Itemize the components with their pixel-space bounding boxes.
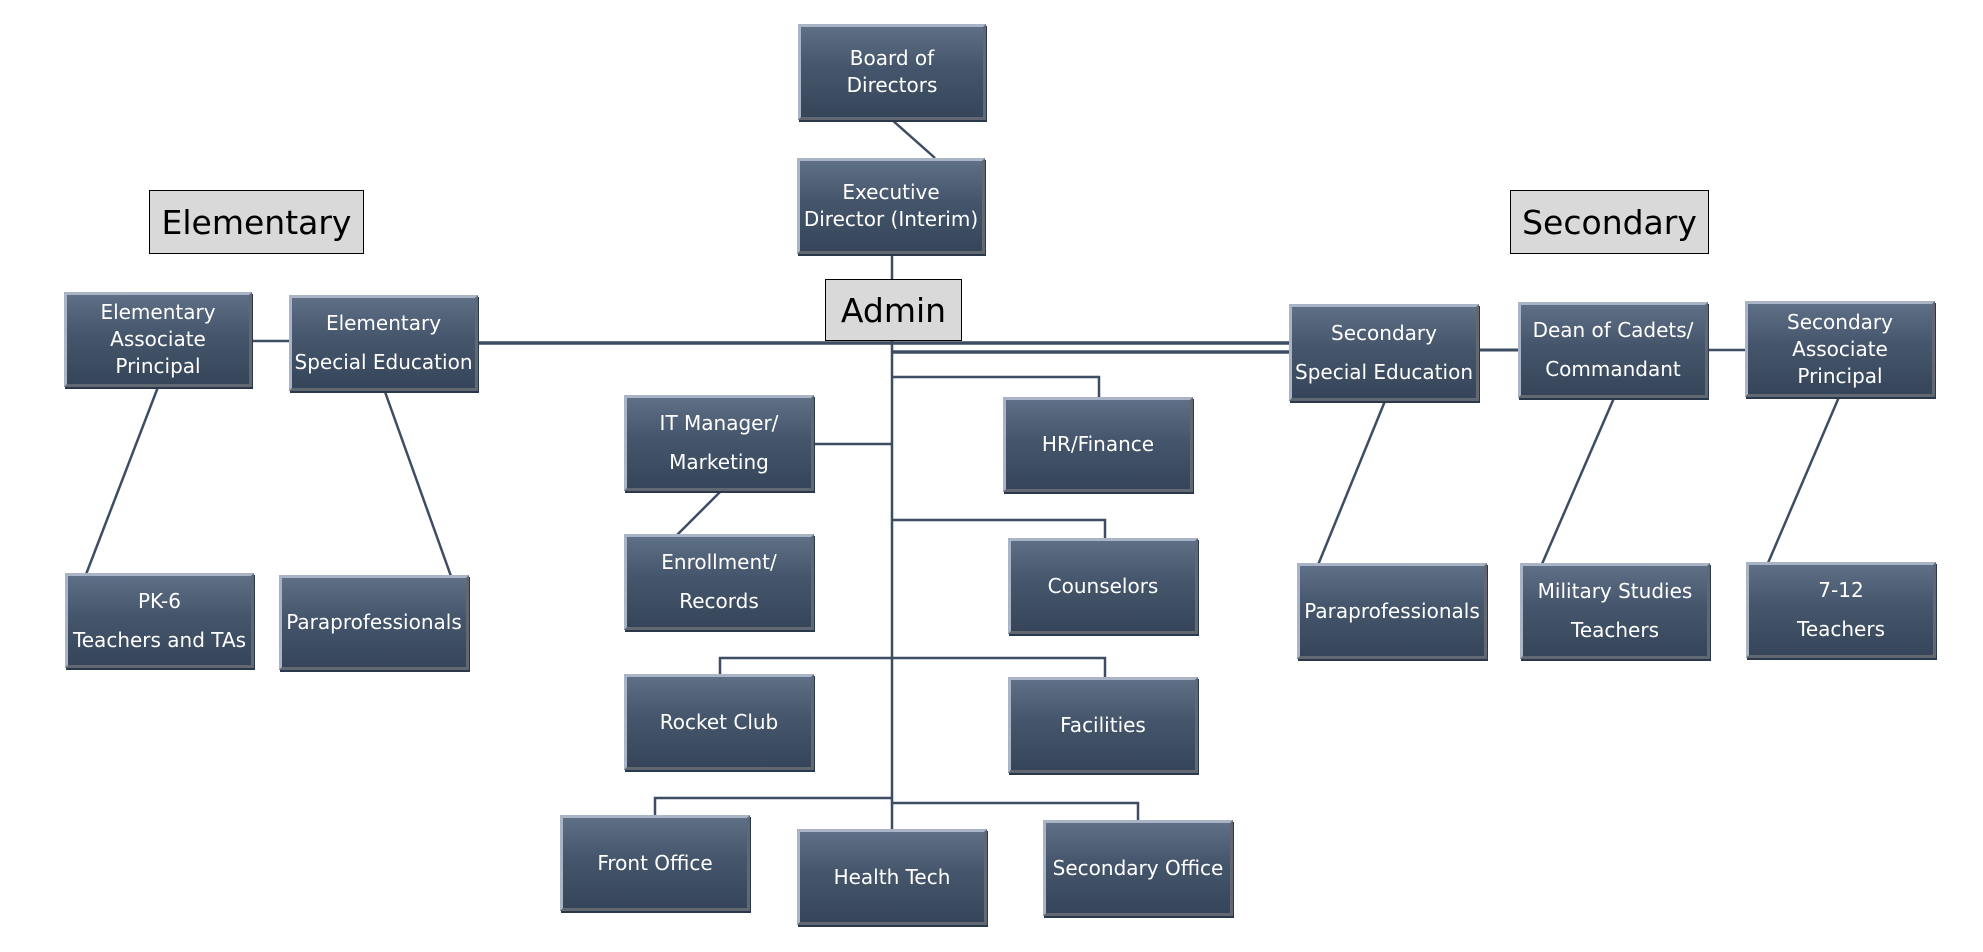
- military-line-1: Military Studies: [1537, 579, 1693, 603]
- elem-para-line-1: Paraprofessionals: [286, 610, 462, 634]
- connector-hr: [892, 375, 1101, 398]
- sec-assoc-line-2: Associate: [1792, 336, 1888, 361]
- sec-assoc-line-3: Principal: [1797, 363, 1883, 388]
- elementary-associate-principal-box: Elementary Associate Principal: [64, 292, 252, 387]
- elem-sped-line-1: Elementary: [325, 311, 442, 335]
- pk6-teachers-box: PK-6 Teachers and TAs: [65, 573, 254, 668]
- rocket-club-box: Rocket Club: [624, 674, 814, 770]
- exec-line-1: Executive: [842, 180, 940, 204]
- front-office-box: Front Office: [560, 815, 750, 911]
- health-line-1: Health Tech: [833, 864, 951, 889]
- counselors-box: Counselors: [1008, 538, 1198, 634]
- sec-sped-line-2: Special Education: [1295, 359, 1473, 384]
- connector-board-exec: [890, 118, 936, 159]
- sec-office-line-1: Secondary Office: [1052, 855, 1224, 880]
- exec-line-2: Director (Interim): [803, 207, 979, 231]
- it-line-1: IT Manager/: [659, 411, 779, 435]
- military-studies-teachers-box: Military Studies Teachers: [1520, 563, 1710, 659]
- dean-of-cadets-box: Dean of Cadets/ Commandant: [1518, 302, 1708, 398]
- secondary-paraprofessionals-box: Paraprofessionals: [1297, 563, 1487, 659]
- dean-line-2: Commandant: [1545, 357, 1681, 381]
- facilities-line-1: Facilities: [1060, 712, 1146, 737]
- it-manager-marketing-box: IT Manager/ Marketing: [624, 395, 814, 491]
- connector-sped-para: [382, 388, 454, 580]
- elem-assoc-line-3: Principal: [115, 354, 201, 378]
- sec-para-line-1: Paraprofessionals: [1304, 598, 1480, 623]
- sec-sped-line-1: Secondary: [1331, 320, 1437, 345]
- dean-line-1: Dean of Cadets/: [1532, 318, 1694, 342]
- rocket-line-1: Rocket Club: [659, 709, 779, 734]
- elem-assoc-line-1: Elementary: [100, 300, 216, 324]
- connector-secassoc-712: [1766, 396, 1841, 564]
- pk6-line-2: Teachers and TAs: [72, 627, 247, 652]
- connector-counselors: [892, 518, 1107, 540]
- health-tech-box: Health Tech: [797, 829, 987, 925]
- connector-dean-military: [1540, 397, 1616, 565]
- board-line-2: Directors: [846, 73, 938, 97]
- hr-finance-box: HR/Finance: [1003, 397, 1193, 492]
- t712-line-1: 7-12: [1818, 578, 1864, 602]
- admin-section-label: Admin: [825, 279, 962, 341]
- board-line-1: Board of: [849, 46, 935, 70]
- connector-secondary-office: [892, 801, 1140, 823]
- grades-7-12-teachers-box: 7-12 Teachers: [1746, 562, 1936, 658]
- elementary-paraprofessionals-box: Paraprofessionals: [279, 575, 469, 670]
- elementary-special-education-box: Elementary Special Education: [289, 295, 478, 391]
- enroll-line-1: Enrollment/: [661, 550, 777, 574]
- elem-sped-line-2: Special Education: [294, 350, 473, 374]
- it-line-2: Marketing: [669, 450, 769, 474]
- secondary-associate-principal-box: Secondary Associate Principal: [1745, 301, 1935, 397]
- front-line-1: Front Office: [597, 850, 713, 875]
- connector-it-enroll: [675, 491, 721, 537]
- t712-line-2: Teachers: [1797, 617, 1885, 641]
- hr-line-1: HR/Finance: [1041, 432, 1155, 456]
- connector-rocket-facilities: [718, 656, 1107, 678]
- elem-assoc-line-2: Associate: [110, 327, 206, 351]
- connector-assoc-pk6: [83, 386, 160, 578]
- enrollment-records-box: Enrollment/ Records: [624, 534, 814, 630]
- secondary-section-label: Secondary: [1510, 190, 1709, 254]
- sec-assoc-line-1: Secondary: [1787, 309, 1893, 334]
- connector-secsped-para: [1316, 400, 1387, 566]
- elementary-section-label: Elementary: [149, 190, 364, 254]
- pk6-line-1: PK-6: [137, 588, 182, 613]
- military-line-2: Teachers: [1571, 618, 1659, 642]
- secondary-office-box: Secondary Office: [1043, 820, 1233, 916]
- connector-front: [653, 796, 892, 817]
- counselors-line-1: Counselors: [1047, 573, 1159, 598]
- board-of-directors-box: Board of Directors: [798, 24, 986, 120]
- secondary-special-education-box: Secondary Special Education: [1289, 304, 1479, 401]
- facilities-box: Facilities: [1008, 677, 1198, 773]
- enroll-line-2: Records: [679, 589, 759, 613]
- executive-director-box: Executive Director (Interim): [797, 158, 985, 254]
